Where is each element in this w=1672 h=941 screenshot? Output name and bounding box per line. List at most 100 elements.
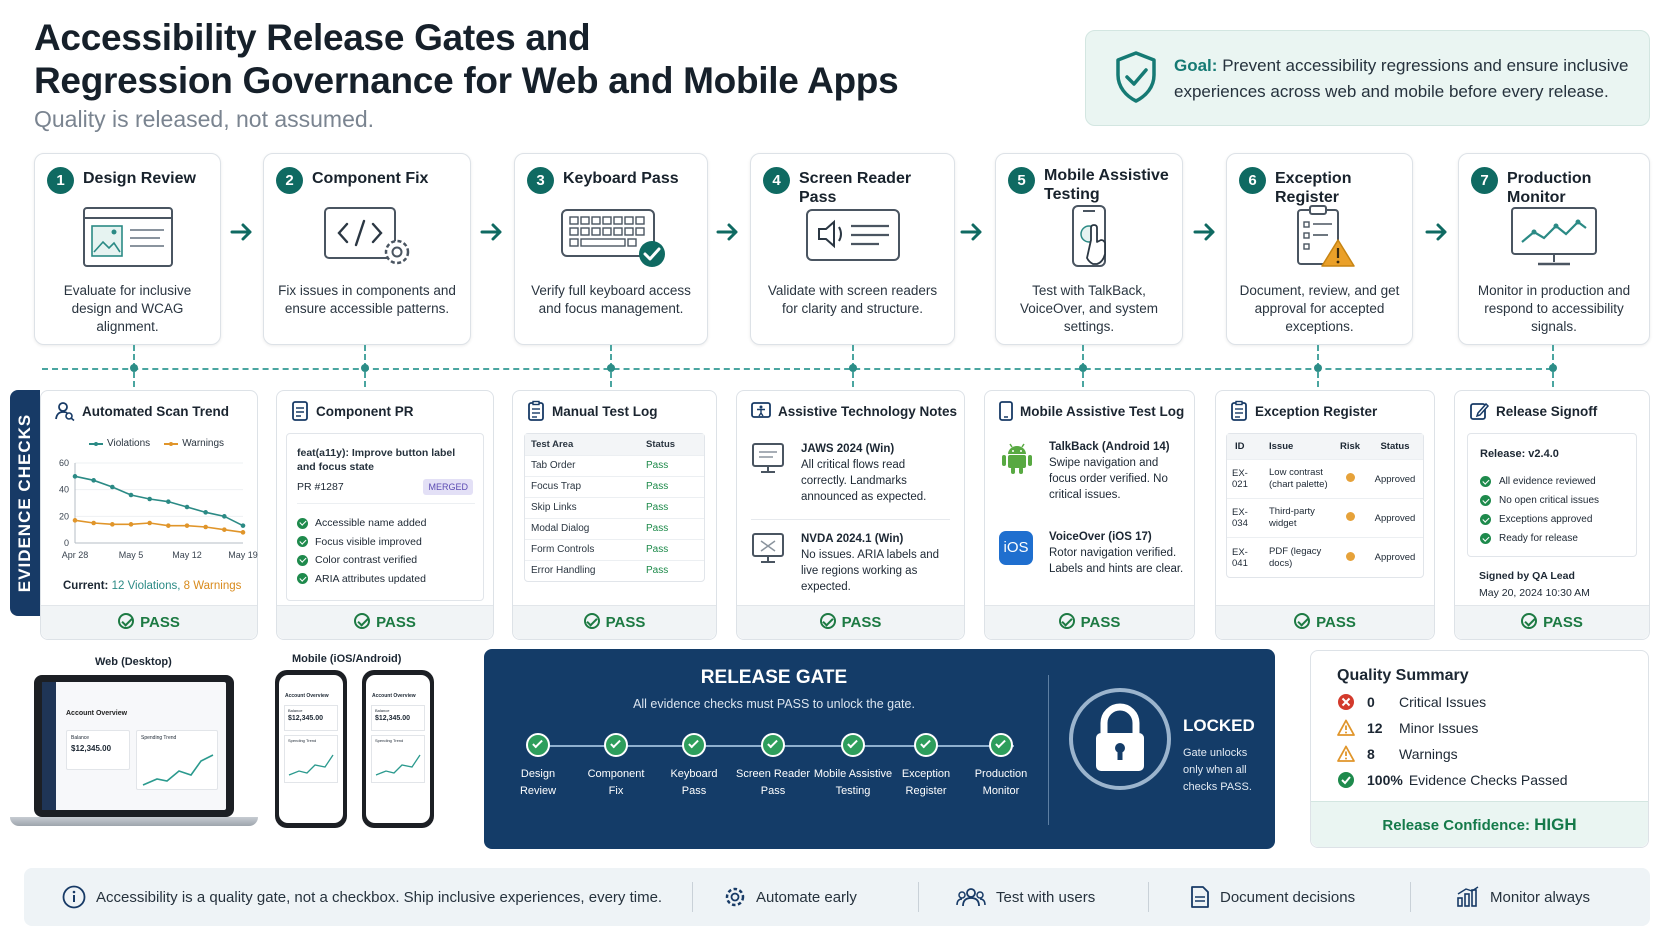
step-name: Mobile Assistive Testing [1044, 167, 1169, 203]
check-icon [297, 554, 308, 566]
footer-item-monitor: Monitor always [1456, 868, 1590, 926]
monitor-chart-icon [1511, 207, 1597, 266]
arrow-right-icon [1425, 223, 1447, 241]
step-number: 2 [276, 167, 303, 194]
page-title: Accessibility Release Gates and Regressi… [34, 17, 899, 101]
step-number: 1 [47, 167, 74, 194]
step-number: 7 [1471, 167, 1498, 194]
step-description: Monitor in production and respond to acc… [1477, 283, 1631, 334]
person-search-icon [55, 402, 75, 422]
at-note: NVDA 2024.1 (Win) No issues. ARIA labels… [801, 533, 940, 593]
design-mockup-icon [82, 207, 173, 267]
clipboard-list-icon [1231, 400, 1247, 421]
check-icon [1480, 495, 1491, 506]
data-point-violations [166, 499, 171, 504]
signoff-check-list: All evidence reviewed No open critical i… [1480, 472, 1599, 548]
footer-item-users: Test with users [956, 868, 1095, 926]
evidence-component-pr: Component PR feat(a11y): Improve button … [276, 390, 494, 640]
accessibility-screen-icon [751, 402, 771, 418]
data-point-warnings [240, 530, 246, 535]
desktop-reader-icon [752, 533, 784, 563]
table-row: EX-021 Low contrast (chart palette) Appr… [1227, 460, 1423, 499]
step-description: Fix issues in components and ensure acce… [278, 283, 456, 316]
step-design-review[interactable]: 1 Design Review Evaluate for inclusive d… [34, 153, 221, 345]
y-tick-label: 60 [59, 458, 69, 468]
screen-reader-icon [805, 209, 900, 261]
release-version: Release: v2.4.0 [1480, 448, 1559, 460]
pass-badge: PASS [1216, 605, 1434, 639]
footer-item-automate: Automate early [724, 868, 857, 926]
gate-check-icon [682, 733, 706, 757]
step-production-monitor[interactable]: 7 Production Monitor Monitor in producti… [1458, 153, 1650, 345]
x-circle-icon [1338, 694, 1354, 710]
gate-lock-state: LOCKED [1183, 716, 1255, 735]
pr-card[interactable]: feat(a11y): Improve button label and foc… [286, 433, 484, 601]
phone-mockup-light: Account Overview Balance$12,345.00 Spend… [275, 670, 347, 828]
phone-mockup-dark: Account Overview Balance$12,345.00 Spend… [362, 670, 434, 828]
chart-legend: Violations Warnings [89, 438, 224, 449]
data-point-warnings [147, 520, 152, 526]
evidence-mobile-assistive-test-log: Mobile Assistive Test Log TalkBack (Andr… [984, 390, 1195, 640]
footer-bar: Accessibility is a quality gate, not a c… [24, 868, 1650, 926]
arrow-right-icon [230, 223, 252, 241]
data-point-warnings [166, 523, 171, 528]
data-point-violations [184, 504, 190, 510]
arrow-right-icon [1193, 223, 1215, 241]
signoff-date: May 20, 2024 10:30 AM [1479, 587, 1590, 599]
step-mobile-assistive-testing[interactable]: 5 Mobile Assistive Testing Test with Tal… [995, 153, 1183, 345]
check-circle-icon [118, 613, 135, 629]
evidence-assistive-technology-notes: Assistive Technology Notes JAWS 2024 (Wi… [736, 390, 965, 640]
step-exception-register[interactable]: 6 Exception Register Document, review, a… [1226, 153, 1413, 345]
phone-touch-icon [1072, 205, 1106, 267]
code-gear-icon [324, 207, 410, 265]
at-note: JAWS 2024 (Win) All critical flows read … [801, 443, 927, 503]
pr-number: PR #1287 [297, 481, 344, 493]
pass-badge: PASS [985, 605, 1194, 639]
data-point-violations [147, 496, 152, 502]
desktop-reader-icon [752, 443, 784, 473]
x-tick-label: May 5 [119, 550, 144, 560]
step-name: Exception Register [1275, 170, 1352, 206]
data-point-warnings [203, 524, 208, 530]
scan-current-summary: Current: 12 Violations, 8 Warnings [63, 580, 242, 592]
gate-check-icon [841, 733, 865, 757]
check-icon [1480, 514, 1491, 525]
step-name: Component Fix [312, 170, 429, 187]
legend-violations: Violations [107, 438, 151, 449]
step-number: 3 [527, 167, 554, 194]
check-circle-icon [1058, 613, 1075, 629]
gear-icon [725, 887, 745, 907]
check-icon [297, 517, 308, 529]
web-desktop-label: Web (Desktop) [95, 656, 172, 668]
table-row: EX-041 PDF (legacy docs) Approved [1232, 545, 1416, 569]
mobile-note: TalkBack (Android 14) Swipe navigation a… [1049, 441, 1170, 501]
step-screen-reader-pass[interactable]: 4 Screen Reader Pass Validate with scree… [750, 153, 955, 345]
evidence-release-signoff: Release Signoff Release: v2.4.0 All evid… [1454, 390, 1650, 640]
step-keyboard-pass[interactable]: 3 Keyboard Pass Verify full keyboard acc… [514, 153, 708, 345]
data-point-warnings [110, 522, 115, 527]
gate-check-icon [914, 733, 938, 757]
check-circle-icon [583, 613, 600, 629]
gate-check-icon [761, 733, 785, 757]
page-subtitle: Quality is released, not assumed. [34, 106, 375, 132]
table-row: EX-034 Third-party widget Approved [1227, 499, 1423, 538]
pr-check-list: Accessible name added Focus visible impr… [297, 514, 427, 588]
gate-check-icon [989, 733, 1013, 757]
warning-triangle-icon [1337, 719, 1355, 736]
y-tick-label: 20 [59, 511, 69, 521]
data-point-violations [91, 478, 96, 483]
check-circle-icon [1338, 772, 1354, 788]
warning-triangle-icon [1337, 745, 1355, 762]
gate-check-icon [604, 733, 628, 757]
step-component-fix[interactable]: 2 Component Fix Fix issues in components… [263, 153, 471, 345]
bar-chart-icon [1457, 886, 1479, 907]
step-description: Test with TalkBack, VoiceOver, and syste… [1019, 283, 1159, 334]
step-name: Design Review [83, 170, 196, 187]
